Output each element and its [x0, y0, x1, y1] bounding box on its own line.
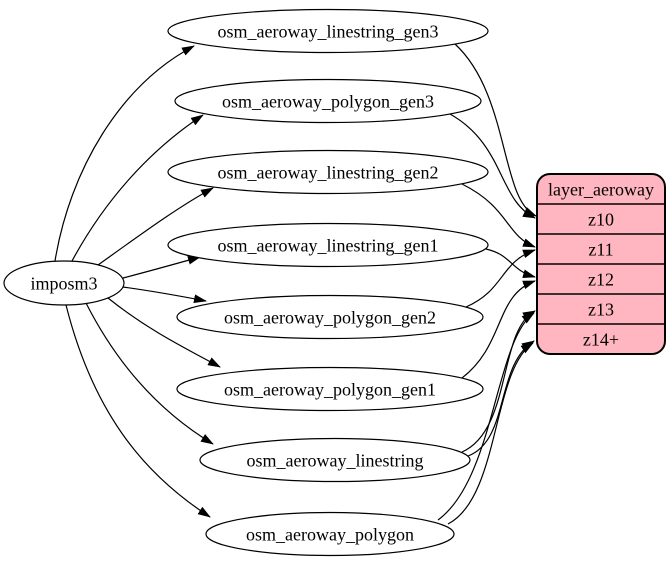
edge-osm-aeroway-polygon-to-z14: [447, 342, 534, 525]
node-osm-aeroway-linestring: osm_aeroway_linestring: [199, 437, 471, 483]
edge-osm-aeroway-linestring-gen3-to-z10: [454, 43, 537, 217]
table-ellipse: [176, 294, 484, 340]
node-osm-aeroway-polygon-gen1: osm_aeroway_polygon_gen1: [176, 366, 484, 412]
table-ellipse: [174, 78, 482, 124]
node-imposm3: imposm3: [3, 260, 125, 306]
table-label: osm_aeroway_linestring_gen3: [218, 22, 439, 42]
node-osm-aeroway-polygon-gen3: osm_aeroway_polygon_gen3: [174, 78, 482, 124]
table-label: osm_aeroway_linestring_gen1: [218, 236, 439, 256]
node-osm-aeroway-polygon: osm_aeroway_polygon: [205, 511, 455, 557]
node-osm-aeroway-linestring-gen3: osm_aeroway_linestring_gen3: [167, 8, 489, 54]
edge-imposm3-to-osm-aeroway-polygon-gen2: [122, 286, 207, 304]
edge-imposm3-to-osm-aeroway-linestring: [85, 302, 214, 445]
table-label: osm_aeroway_polygon_gen3: [222, 92, 434, 112]
table-label: osm_aeroway_polygon: [246, 525, 414, 545]
edge-osm-aeroway-polygon-gen1-to-z12: [461, 280, 536, 379]
edge-imposm3-to-osm-aeroway-linestring-gen1: [122, 255, 201, 279]
node-osm-aeroway-linestring-gen1: osm_aeroway_linestring_gen1: [167, 222, 489, 268]
node-osm-aeroway-polygon-gen2: osm_aeroway_polygon_gen2: [176, 294, 484, 340]
layer-row-z14: z14+: [583, 330, 619, 350]
edges-to-layer: [437, 43, 537, 525]
imposm3-label: imposm3: [30, 274, 97, 294]
layer-row-z12: z12: [588, 270, 614, 290]
table-ellipse: [199, 437, 471, 483]
edge-osm-aeroway-linestring-gen2-to-z11: [461, 183, 536, 248]
layer-row-z13: z13: [588, 300, 614, 320]
table-label: osm_aeroway_polygon_gen2: [224, 308, 436, 328]
edge-imposm3-to-osm-aeroway-polygon: [65, 304, 211, 518]
node-osm-aeroway-linestring-gen2: osm_aeroway_linestring_gen2: [167, 149, 489, 195]
layer-row-z11: z11: [588, 240, 613, 260]
table-ellipse: [205, 511, 455, 557]
table-label: osm_aeroway_linestring: [247, 451, 424, 471]
edge-osm-aeroway-polygon-gen3-to-z10: [449, 113, 536, 219]
table-ellipse: [176, 366, 484, 412]
table-ellipse: [167, 8, 489, 54]
imposm3-ellipse: [3, 260, 125, 306]
edge-osm-aeroway-polygon-to-z13: [437, 312, 535, 521]
table-ellipse: [167, 222, 489, 268]
table-label: osm_aeroway_polygon_gen1: [224, 380, 436, 400]
table-ellipse: [167, 149, 489, 195]
edge-imposm3-to-osm-aeroway-linestring-gen2: [97, 187, 214, 266]
edges-from-source: [54, 45, 221, 518]
edge-imposm3-to-osm-aeroway-polygon-gen1: [107, 297, 221, 368]
edge-osm-aeroway-linestring-gen1-to-z12: [485, 248, 536, 278]
edge-osm-aeroway-polygon-gen2-to-z11: [465, 249, 536, 308]
layer-row-z10: z10: [588, 210, 614, 230]
edge-imposm3-to-osm-aeroway-linestring-gen3: [54, 45, 195, 262]
edge-osm-aeroway-linestring-to-z14: [467, 340, 535, 457]
node-layer-aeroway: layer_aeroway z10 z11 z12 z13 z14+: [536, 173, 666, 355]
edge-imposm3-to-osm-aeroway-polygon-gen3: [71, 114, 204, 262]
table-label: osm_aeroway_linestring_gen2: [218, 163, 439, 183]
layer-node-title: layer_aeroway: [548, 180, 654, 200]
